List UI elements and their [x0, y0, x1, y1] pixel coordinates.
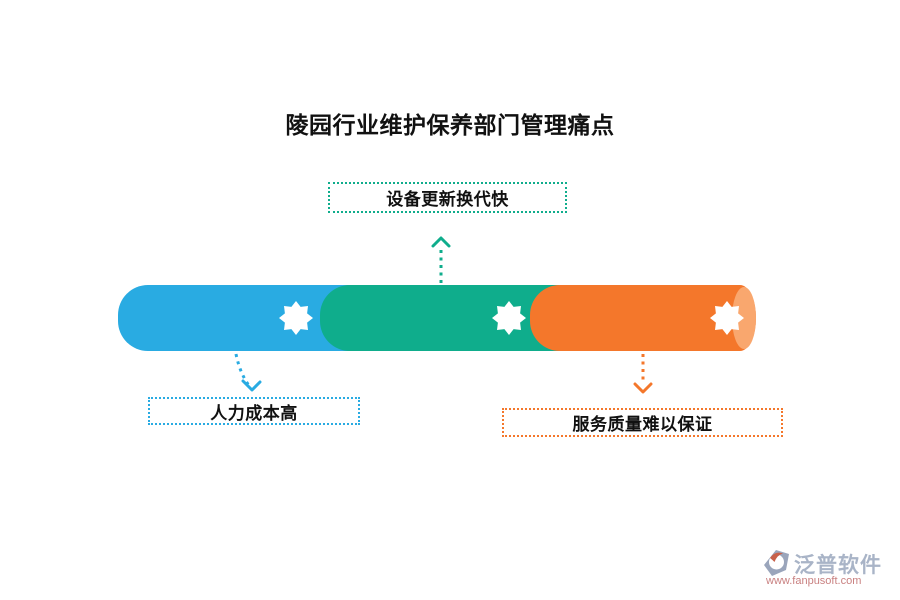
callout-equipment-turnover: 设备更新换代快: [328, 182, 567, 213]
connector-top: [431, 236, 451, 283]
callout-label: 服务质量难以保证: [572, 415, 713, 434]
connector-right: [633, 354, 653, 394]
arrow-down-icon: [241, 379, 262, 392]
bar-segment-blue: [118, 285, 375, 351]
star-icon: [279, 301, 313, 335]
callout-labor-cost: 人力成本高: [148, 397, 360, 425]
arrow-up-icon: [431, 236, 451, 248]
bar-segment-green: [320, 285, 575, 351]
callout-service-quality: 服务质量难以保证: [502, 408, 783, 437]
arrow-down-icon: [633, 382, 653, 394]
brand-name: 泛普软件: [794, 554, 882, 577]
brand-url: www.fanpusoft.com: [766, 575, 862, 587]
star-icon: [710, 301, 744, 335]
segmented-bar: [118, 285, 756, 351]
page-title: 陵园行业维护保养部门管理痛点: [285, 112, 615, 138]
callout-label: 设备更新换代快: [386, 190, 509, 209]
cylinder-cap: [732, 287, 756, 349]
fanpu-logo-icon: [764, 550, 789, 576]
bar-segment-orange: [530, 285, 756, 351]
star-icon: [492, 301, 526, 335]
brand-watermark: 泛普软件 www.fanpusoft.com: [760, 548, 892, 592]
connector-left: [234, 353, 262, 392]
callout-label: 人力成本高: [210, 403, 298, 423]
